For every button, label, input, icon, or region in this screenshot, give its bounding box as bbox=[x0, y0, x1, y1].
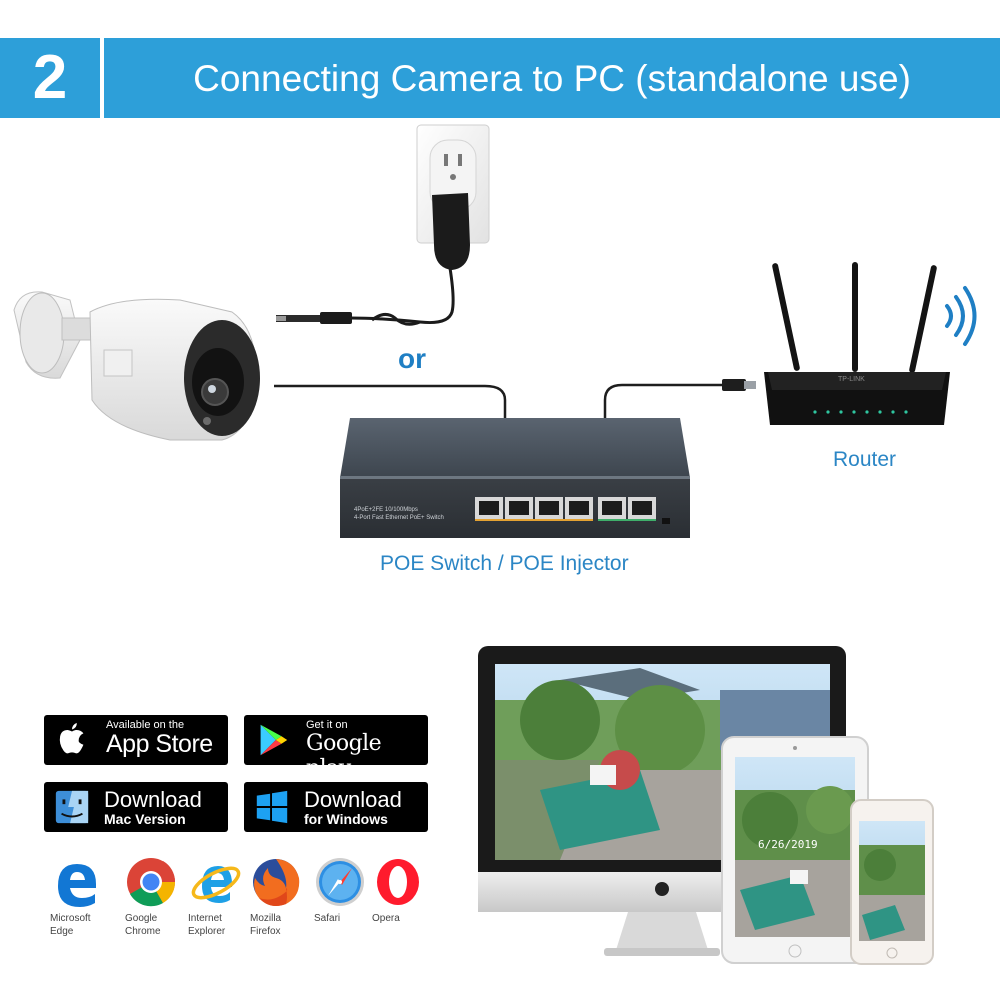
opera-icon bbox=[377, 859, 419, 905]
mac-version-label: Mac Version bbox=[104, 811, 186, 827]
switch-model-text: 4PoE+2FE 10/100Mbps 4-Port Fast Ethernet… bbox=[354, 506, 444, 522]
browser-ie-name2: Explorer bbox=[188, 926, 226, 937]
browser-ie-name1: Internet bbox=[188, 913, 222, 924]
chrome-icon bbox=[127, 858, 176, 907]
poe-switch bbox=[340, 418, 690, 538]
step-number: 2 bbox=[32, 43, 68, 112]
bullet-camera bbox=[13, 291, 260, 441]
google-play-badge[interactable]: Get it on Google play bbox=[244, 715, 428, 781]
browser-safari[interactable]: Safari bbox=[314, 856, 376, 925]
windows-icon bbox=[256, 790, 288, 824]
switch-label: POE Switch / POE Injector bbox=[380, 552, 629, 575]
wifi-signal-icon bbox=[945, 286, 977, 346]
app-store-label: App Store bbox=[106, 730, 213, 758]
browser-firefox[interactable]: Mozilla Firefox bbox=[250, 856, 312, 938]
browser-chrome-name2: Chrome bbox=[125, 926, 161, 937]
phone bbox=[850, 799, 934, 965]
header-banner: 2 Connecting Camera to PC (standalone us… bbox=[0, 38, 1000, 118]
wall-outlet bbox=[416, 124, 490, 244]
browser-opera-name1: Opera bbox=[372, 913, 400, 924]
windows-download-label: Download bbox=[304, 787, 402, 812]
browser-ie[interactable]: Internet Explorer bbox=[188, 856, 250, 938]
edge-icon bbox=[58, 864, 96, 907]
mac-download-badge[interactable]: Download Mac Version bbox=[44, 782, 228, 832]
router bbox=[764, 262, 950, 425]
browser-firefox-name1: Mozilla bbox=[250, 913, 282, 924]
page-title: Connecting Camera to PC (standalone use) bbox=[193, 58, 911, 99]
windows-version-label: for Windows bbox=[304, 811, 388, 827]
browser-edge-name2: Edge bbox=[50, 926, 74, 937]
google-play-small-text: Get it on bbox=[306, 719, 348, 731]
browser-chrome-name1: Google bbox=[125, 913, 158, 924]
switch-model-line2: 4-Port Fast Ethernet PoE+ Switch bbox=[354, 515, 444, 521]
apple-icon bbox=[59, 722, 84, 754]
browser-chrome[interactable]: Google Chrome bbox=[125, 856, 187, 938]
windows-download-badge[interactable]: Download for Windows bbox=[244, 782, 428, 832]
finder-icon bbox=[55, 790, 89, 824]
router-label: Router bbox=[833, 448, 897, 471]
ie-icon bbox=[191, 866, 241, 903]
or-label: or bbox=[398, 343, 426, 374]
monitor-timestamp: 6/26/2019 bbox=[758, 838, 818, 851]
app-store-small-text: Available on the bbox=[106, 719, 185, 731]
firefox-icon bbox=[253, 859, 300, 906]
browser-opera[interactable]: Opera bbox=[372, 856, 434, 925]
browser-edge-name1: Microsoft bbox=[50, 913, 91, 924]
banner-divider bbox=[100, 38, 104, 118]
tablet bbox=[721, 736, 869, 964]
google-play-label: Google play bbox=[306, 731, 382, 781]
mac-download-label: Download bbox=[104, 787, 202, 812]
browser-firefox-name2: Firefox bbox=[250, 926, 281, 937]
browser-safari-name1: Safari bbox=[314, 913, 341, 924]
safari-icon bbox=[316, 858, 364, 906]
switch-model-line1: 4PoE+2FE 10/100Mbps bbox=[354, 507, 418, 513]
app-store-badge[interactable]: Available on the App Store bbox=[44, 715, 228, 765]
router-brand: TP-LINK bbox=[838, 376, 865, 383]
power-adapter bbox=[276, 193, 470, 326]
google-play-icon bbox=[260, 724, 288, 756]
browser-edge[interactable]: Microsoft Edge bbox=[50, 856, 112, 938]
